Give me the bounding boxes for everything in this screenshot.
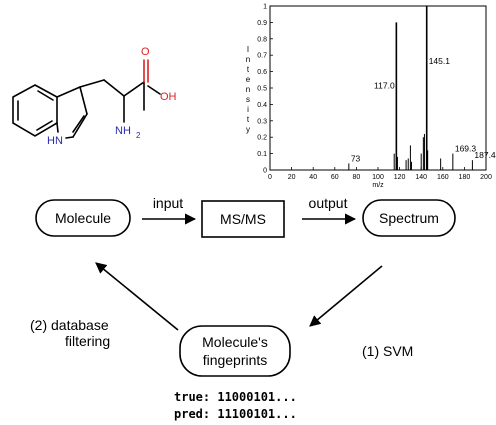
indole-nh-label: HN [47, 135, 63, 147]
spectrum-node-label: Spectrum [379, 210, 439, 226]
y-axis-label-letter: t [247, 65, 250, 74]
database-filtering-arrow [95, 262, 179, 331]
bond [123, 81, 145, 97]
x-tick-label: 160 [437, 174, 449, 181]
spectrum-node-box [362, 199, 456, 237]
bond [147, 85, 161, 95]
bond [56, 86, 81, 98]
x-tick-label: 120 [394, 174, 406, 181]
peak-label: 187.4 [474, 150, 496, 160]
x-tick-label: 140 [415, 174, 427, 181]
y-tick-label: 0.2 [257, 135, 267, 142]
msms-node-box [201, 200, 285, 238]
oxygen-label: O [141, 46, 150, 58]
svm-label: (1) SVM [362, 343, 413, 359]
y-axis-label-letter: s [246, 95, 250, 104]
x-tick-label: 180 [459, 174, 471, 181]
y-tick-label: 0.9 [257, 20, 267, 27]
x-axis-label: m/z [372, 182, 384, 189]
bond [72, 113, 88, 138]
bond [65, 136, 74, 139]
bond [56, 122, 59, 133]
y-tick-label: 0 [263, 168, 267, 175]
peak-label: 73 [351, 153, 361, 163]
peak-label: 169.3 [455, 144, 477, 154]
y-axis-label-letter: I [247, 45, 249, 54]
chart-ticks: 0 20 40 60 80 100 120 140 160 180 200 0 0.1 0.2 0.3 0.4… [257, 4, 492, 182]
fingerprint-true-line: true: 11000101... [174, 390, 297, 404]
y-axis-label-letter: n [246, 85, 250, 94]
amine-subscript: 2 [136, 131, 141, 140]
y-tick-label: 0.5 [257, 86, 267, 93]
benzene-double-bond [37, 90, 54, 101]
input-label: input [153, 195, 183, 211]
bond [79, 79, 105, 88]
molecule-node-label: Molecule [55, 210, 111, 226]
x-tick-label: 60 [331, 174, 339, 181]
molecule-node-box [35, 199, 131, 237]
y-axis-label-letter: e [246, 75, 251, 84]
x-tick-label: 20 [288, 174, 296, 181]
output-label: output [309, 195, 348, 211]
fingerprints-node-label-line2: fingeprints [203, 352, 268, 368]
y-axis-label-letter: t [247, 115, 250, 124]
fingerprint-pred-line: pred: 11100101... [174, 407, 297, 421]
y-axis-label-letter: n [246, 55, 250, 64]
msms-node: MS/MS [201, 200, 285, 238]
filtering-label: filtering [65, 333, 110, 349]
benzene-double-bond [36, 120, 53, 131]
molecule-node: Molecule [35, 199, 131, 237]
y-tick-label: 0.7 [257, 53, 267, 60]
fingerprints-node-label-line1: Molecule's [202, 334, 268, 350]
fingerprints-node: Molecule's fingeprints [179, 325, 291, 377]
x-tick-label: 40 [309, 174, 317, 181]
y-axis-label-letter: y [246, 125, 250, 134]
x-tick-label: 80 [353, 174, 361, 181]
bond [79, 86, 88, 115]
fingerprints-node-box [179, 325, 291, 377]
bond [72, 115, 85, 133]
msms-node-label: MS/MS [220, 211, 266, 227]
y-tick-label: 0.8 [257, 36, 267, 43]
x-tick-label: 0 [268, 174, 272, 181]
y-tick-label: 0.6 [257, 69, 267, 76]
y-tick-label: 0.4 [257, 102, 267, 109]
peak-label: 145.1 [429, 56, 451, 66]
y-tick-label: 0.3 [257, 118, 267, 125]
y-axis-label-letter: i [247, 105, 249, 114]
bond [103, 79, 125, 97]
spectrum-node: Spectrum [362, 199, 456, 237]
benzene-ring [12, 84, 58, 137]
tryptophan-structure [12, 59, 161, 139]
peak-label: 117.0 [374, 80, 395, 90]
x-tick-label: 100 [372, 174, 384, 181]
amine-label: NH [115, 125, 131, 137]
x-tick-label: 200 [480, 174, 492, 181]
svm-arrow [309, 265, 383, 327]
y-tick-label: 0.1 [257, 151, 267, 158]
hydroxyl-label: OH [160, 91, 177, 103]
database-label: (2) database [30, 317, 109, 333]
y-tick-label: 1 [263, 4, 267, 11]
